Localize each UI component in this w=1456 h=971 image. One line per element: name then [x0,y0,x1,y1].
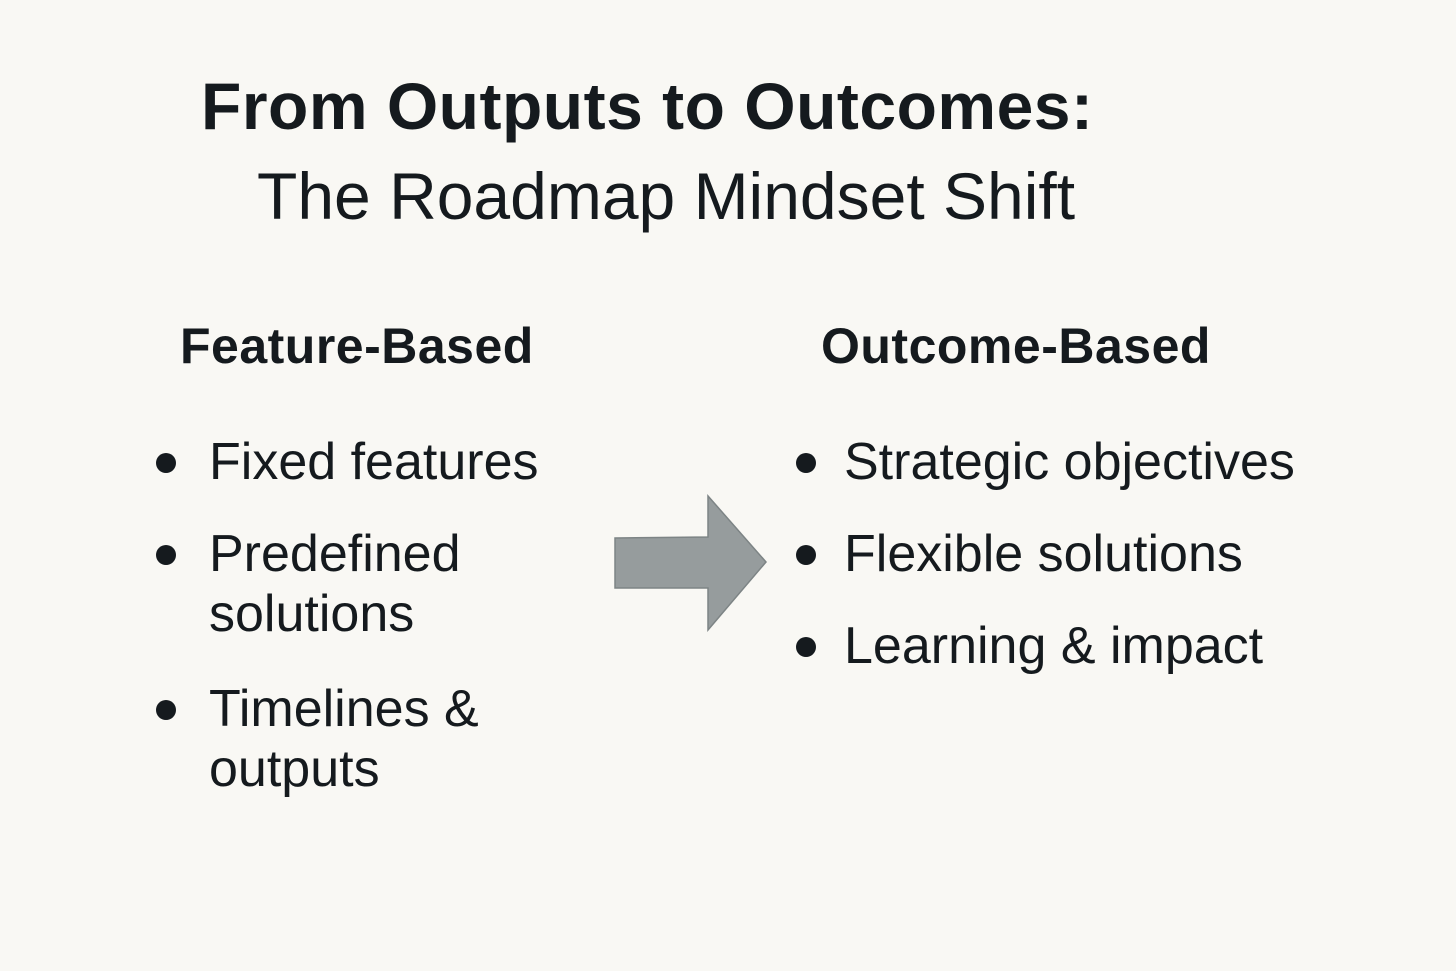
list-item-text: Flexible solutions [844,525,1243,583]
bullet-dot-icon [796,453,816,473]
list-item-text: Timelines & [209,680,479,738]
right-list-item: Strategic objectives [796,432,1295,492]
bullet-dot-icon [156,700,176,720]
bullet-dot-icon [156,545,176,565]
bullet-dot-icon [156,453,176,473]
list-item-text: Predefined [209,525,461,583]
list-item-text-continued: outputs [209,740,380,798]
feature-based-heading: Feature-Based [180,318,534,374]
bullet-dot-icon [796,637,816,657]
list-item-text-continued: solutions [209,585,415,643]
list-item-text: Fixed features [209,433,539,491]
left-list-item: Timelines & outputs [156,679,479,799]
list-item-text: Strategic objectives [844,433,1295,491]
outcome-based-heading: Outcome-Based [821,318,1211,374]
title-main: From Outputs to Outcomes: [201,69,1094,143]
bullet-dot-icon [796,545,816,565]
left-list-item: Fixed features [156,432,539,492]
right-list-item: Flexible solutions [796,524,1243,584]
list-item-text: Learning & impact [844,617,1264,675]
left-list-item: Predefined solutions [156,524,461,644]
right-list-item: Learning & impact [796,616,1263,676]
right-arrow-icon [614,494,767,632]
title-subtitle: The Roadmap Mindset Shift [257,159,1076,233]
